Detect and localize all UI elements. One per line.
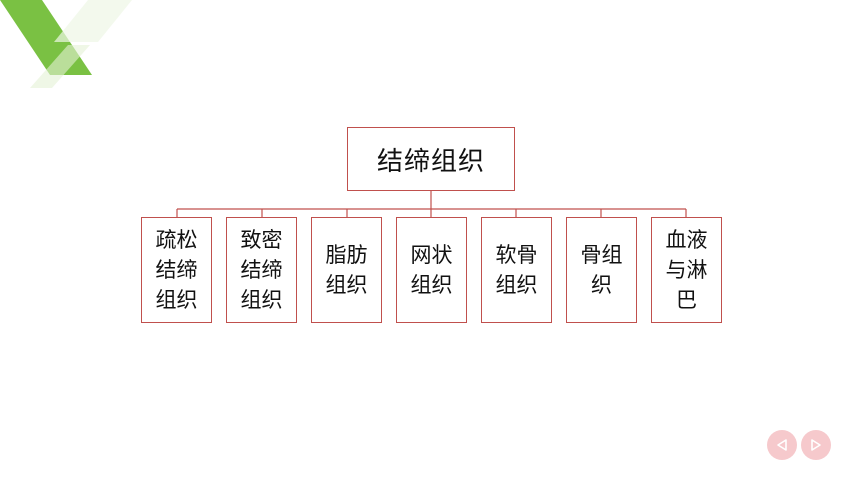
- child-node-label: 骨组织: [580, 243, 623, 297]
- child-node: 骨组织: [566, 217, 637, 323]
- light-stripe-upper: [54, 0, 132, 42]
- triangle-right-icon: [811, 439, 821, 451]
- child-node-label: 脂肪组织: [325, 243, 368, 297]
- triangle-left-icon: [777, 439, 787, 451]
- child-node: 脂肪组织: [311, 217, 382, 323]
- child-node-label: 血液与淋巴: [665, 228, 708, 312]
- root-node: 结缔组织: [347, 127, 515, 191]
- light-stripe-lower: [30, 45, 90, 88]
- corner-stripe-decoration: [0, 0, 132, 88]
- child-node: 软骨组织: [481, 217, 552, 323]
- child-node: 血液与淋巴: [651, 217, 722, 323]
- child-node-label: 致密结缔组织: [240, 228, 283, 312]
- child-node-label: 网状组织: [410, 243, 453, 297]
- child-node: 致密结缔组织: [226, 217, 297, 323]
- root-node-label: 结缔组织: [376, 146, 485, 177]
- child-node-label: 疏松结缔组织: [155, 228, 198, 312]
- next-slide-button[interactable]: [801, 430, 831, 460]
- child-node: 网状组织: [396, 217, 467, 323]
- prev-slide-button[interactable]: [767, 430, 797, 460]
- child-node-label: 软骨组织: [495, 243, 538, 297]
- child-node: 疏松结缔组织: [141, 217, 212, 323]
